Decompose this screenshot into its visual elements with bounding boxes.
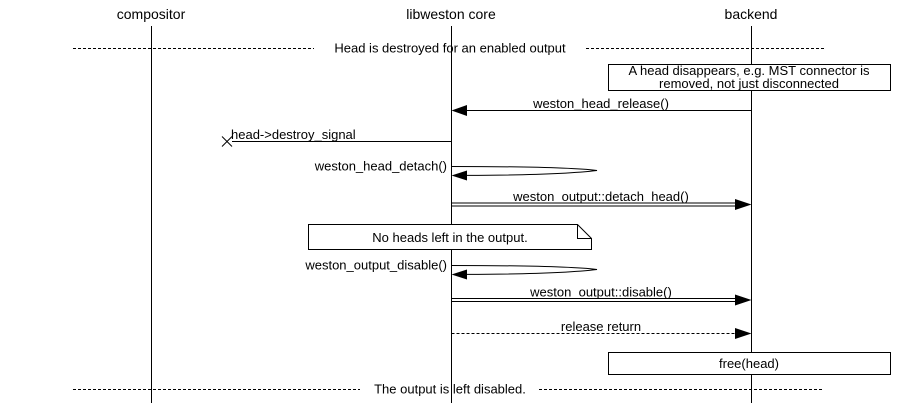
note-head-disappears (608, 64, 891, 91)
message-line-disable (451, 298, 740, 302)
message-label-disable: weston_output::disable() (529, 285, 672, 300)
arrowhead-left-icon (451, 105, 467, 116)
participant-label-core: libweston core (406, 6, 496, 22)
self-loop-output-disable (451, 265, 598, 275)
message-label-release-return: release return (561, 319, 641, 334)
lost-message-x-icon (221, 136, 233, 147)
note-head-disappears-line1: A head disappears, e.g. MST connector is (628, 63, 870, 78)
participant-label-compositor: compositor (117, 6, 186, 22)
message-label-head-release: weston_head_release() (532, 96, 669, 111)
note-head-disappears-line2: removed, not just disconnected (659, 76, 839, 91)
divider-bottom-label: The output is left disabled. (374, 382, 526, 397)
arrowhead-right-icon (735, 328, 752, 339)
message-label-detach-head: weston_output::detach_head() (512, 189, 689, 204)
arrowhead-left-icon (451, 170, 467, 181)
message-label-output-disable: weston_output_disable() (304, 258, 447, 273)
message-label-head-detach: weston_head_detach() (314, 159, 447, 174)
note-fold-icon (577, 224, 592, 239)
arrowhead-left-icon (451, 269, 467, 280)
arrowhead-right-icon (735, 294, 752, 306)
note-no-heads-label: No heads left in the output. (372, 230, 527, 245)
participant-label-backend: backend (725, 6, 778, 22)
action-free-head-label: free(head) (719, 356, 779, 371)
self-loop-head-detach (451, 166, 598, 176)
arrowhead-right-icon (735, 199, 752, 210)
divider-top-label: Head is destroyed for an enabled output (334, 41, 566, 56)
message-line-detach-head (451, 202, 740, 207)
action-box-free-head (608, 352, 891, 375)
message-label-destroy-signal: head->destroy_signal (231, 127, 356, 142)
note-no-heads (308, 224, 592, 250)
